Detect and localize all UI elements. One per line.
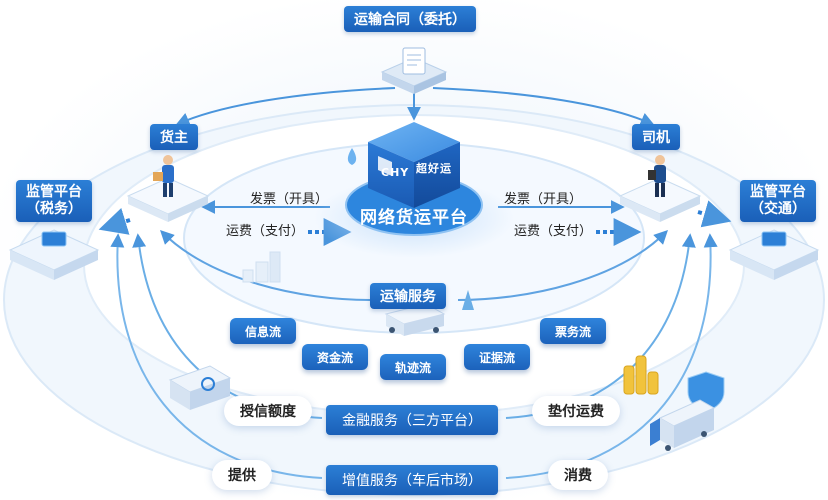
transport-service-label: 运输服务 (370, 283, 446, 309)
stream-track: 轨迹流 (380, 354, 446, 380)
cone-icon (462, 290, 474, 310)
stream-info: 信息流 (230, 318, 296, 344)
block-decor-icon (242, 251, 281, 283)
contract-arc-right (432, 87, 655, 126)
advance-freight-bubble: 垫付运费 (532, 396, 620, 426)
value-added-service-label: 增值服务（车后市场） (326, 465, 498, 495)
credit-limit-bubble: 授信额度 (224, 396, 312, 426)
service-arc-left (160, 230, 371, 301)
tax-regulator-line2: （税务） (26, 201, 82, 217)
transport-regulator-box (728, 229, 820, 280)
transport-arrow (697, 200, 732, 228)
provide-bubble: 提供 (212, 460, 272, 490)
droplet-icon (347, 148, 357, 165)
left-invoice-label: 发票（开具） (250, 192, 329, 207)
transport-regulator-line1: 监管平台 (750, 184, 806, 200)
shipper-figure (126, 155, 210, 222)
safe-icon (168, 365, 232, 410)
financial-service-label: 金融服务（三方平台） (326, 405, 498, 435)
right-freight-label: 运费（支付） (514, 224, 593, 239)
tax-regulator-label: 监管平台 （税务） (16, 180, 92, 222)
contract-document-icon (380, 47, 448, 94)
tax-regulator-line1: 监管平台 (26, 184, 82, 200)
truck-icon (384, 303, 446, 336)
tax-regulator-box (8, 229, 100, 280)
tax-arrow (98, 208, 131, 235)
platform-brand-name: 超好运 (416, 162, 452, 175)
consume-bubble: 消费 (548, 460, 608, 490)
coins-icon (623, 355, 659, 395)
right-invoice-label: 发票（开具） (504, 192, 583, 207)
platform-brand-mark: CHY (381, 166, 410, 179)
platform-cube-icon (368, 122, 460, 208)
transport-regulator-line2: （交通） (750, 201, 806, 217)
contract-label: 运输合同（委托） (344, 6, 476, 32)
transport-regulator-label: 监管平台 （交通） (740, 180, 816, 222)
stream-ticket: 票务流 (540, 318, 606, 344)
stream-funds: 资金流 (302, 344, 368, 370)
platform-title: 网络货运平台 (360, 208, 468, 228)
container-truck-icon (650, 399, 716, 451)
shipper-label: 货主 (150, 124, 198, 150)
contract-arc-left (175, 87, 396, 126)
service-arc-right (457, 230, 668, 301)
driver-label: 司机 (632, 124, 680, 150)
driver-figure (618, 155, 702, 222)
left-freight-label: 运费（支付） (226, 224, 305, 239)
stream-evidence: 证据流 (464, 344, 530, 370)
